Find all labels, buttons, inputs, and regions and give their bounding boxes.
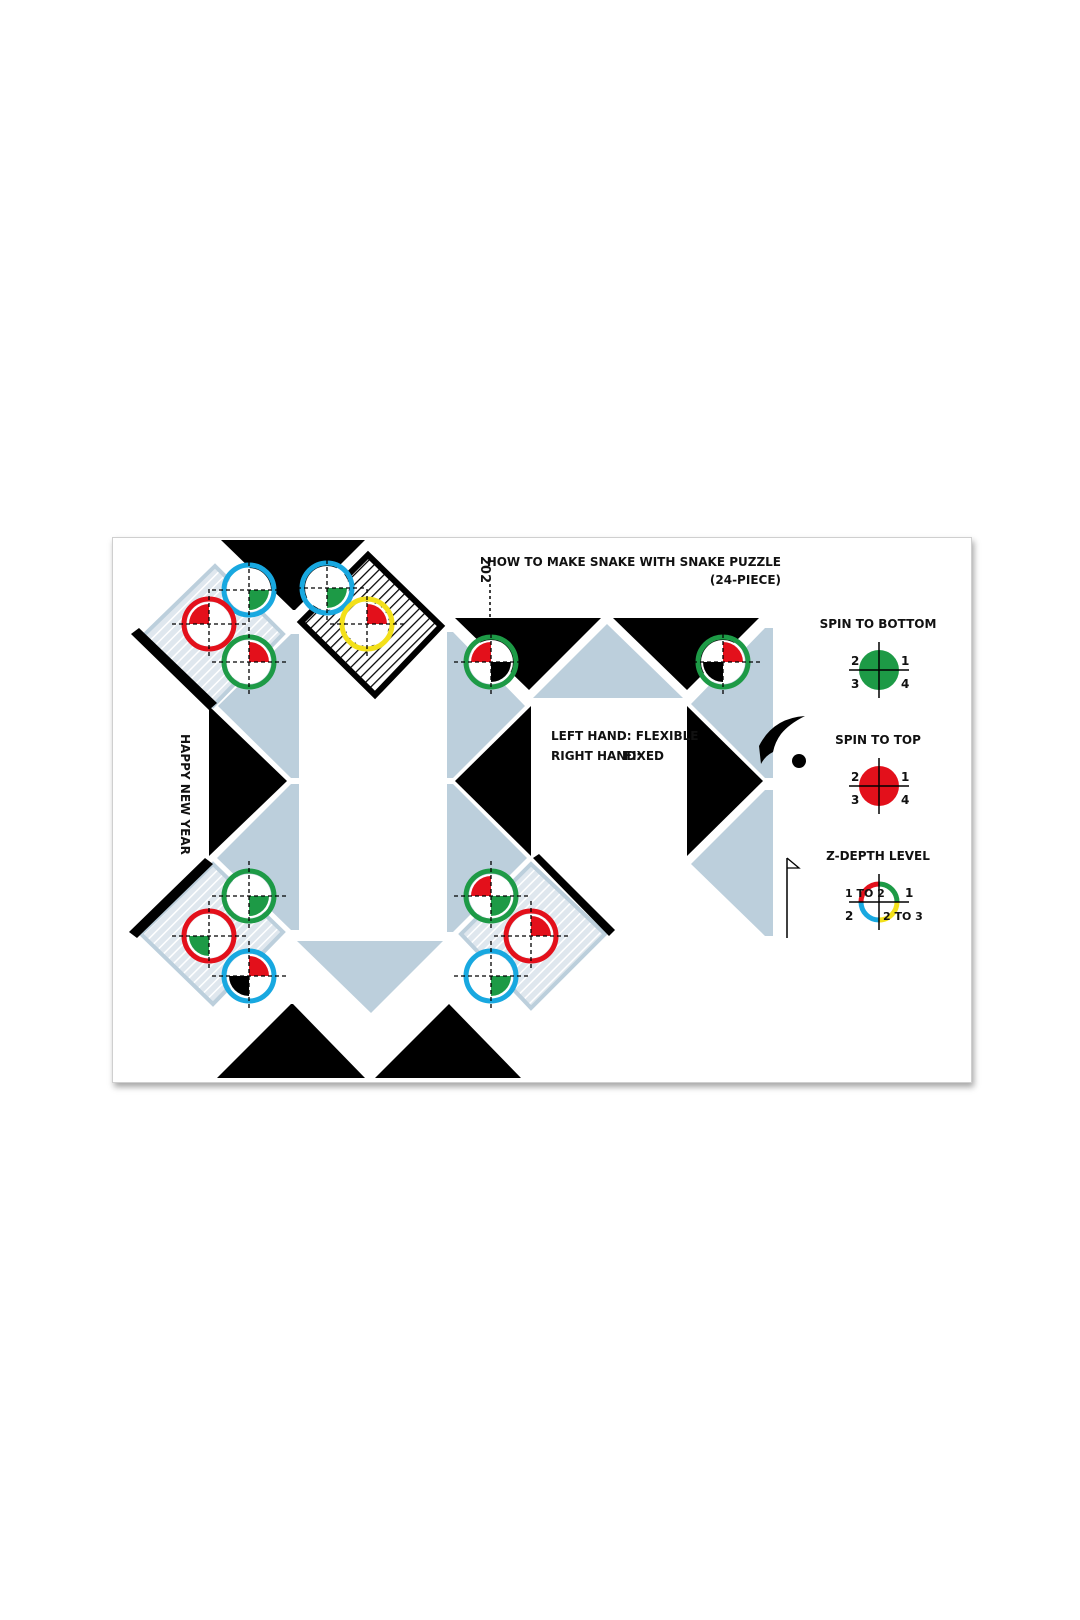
legend-num: 2 (845, 909, 853, 923)
legend-spin-top-title: SPIN TO TOP (835, 733, 921, 747)
legend-spin-bottom: SPIN TO BOTTOM 2 1 3 4 (820, 617, 937, 698)
marker-quadrant (491, 896, 511, 916)
marker-quadrant (531, 916, 551, 936)
marker-quadrant (471, 642, 491, 662)
marker-quadrant (491, 662, 511, 682)
marker-quadrant (723, 642, 743, 662)
target-marker-icon (330, 589, 404, 659)
black-piece (217, 1004, 365, 1078)
legend-num: 4 (901, 793, 909, 807)
black-edge-piece (129, 858, 213, 938)
target-marker-icon (454, 941, 528, 1011)
legend-z-depth: Z-DEPTH LEVEL 1 TO 2 1 2 2 TO 3 (826, 849, 930, 930)
blue-piece (691, 628, 773, 778)
black-piece (687, 706, 763, 856)
marker-quadrant (249, 642, 269, 662)
marker-group (172, 553, 760, 1011)
target-marker-icon (212, 941, 286, 1011)
marker-quadrant (327, 588, 347, 608)
target-marker-icon (172, 901, 246, 971)
legend-num: 1 (905, 886, 913, 900)
target-marker-icon (686, 627, 760, 697)
marker-quadrant (249, 590, 269, 610)
legend-num: 1 TO 2 (845, 887, 885, 900)
target-marker-icon (212, 627, 286, 697)
target-marker-icon (454, 861, 528, 931)
legend-num: 4 (901, 677, 909, 691)
target-marker-icon (290, 553, 364, 623)
right-hand-label: RIGHT HAND: (551, 749, 641, 763)
instruction-card: 202 HAPPY NEW YEAR HOW TO MAKE SNAKE WIT… (112, 537, 972, 1083)
right-hand-value: FIXED (624, 749, 664, 763)
blue-piece (218, 634, 299, 778)
legend-z-depth-title: Z-DEPTH LEVEL (826, 849, 930, 863)
marker-quadrant (703, 662, 723, 682)
snake-head-icon (759, 716, 806, 768)
blue-piece (297, 941, 443, 1013)
side-text: HAPPY NEW YEAR (178, 734, 192, 855)
marker-quadrant (367, 604, 387, 624)
blue-piece (691, 790, 773, 936)
marker-quadrant (471, 876, 491, 896)
legend-num: 3 (851, 677, 859, 691)
legend-spin-bottom-title: SPIN TO BOTTOM (820, 617, 937, 631)
marker-quadrant (189, 604, 209, 624)
title-line-1: HOW TO MAKE SNAKE WITH SNAKE PUZZLE (487, 555, 781, 569)
marker-quadrant (249, 956, 269, 976)
marker-quadrant (491, 976, 511, 996)
marker-number: 202 (477, 556, 492, 583)
puzzle-diagram: 202 HAPPY NEW YEAR HOW TO MAKE SNAKE WIT… (129, 540, 937, 1078)
target-marker-icon (212, 555, 286, 625)
legend-spin-top: SPIN TO TOP 2 1 3 4 (835, 733, 921, 814)
marker-quadrant (189, 936, 209, 956)
title-line-2: (24-PIECE) (710, 573, 781, 587)
black-piece (455, 706, 531, 856)
legend-num: 2 TO 3 (883, 910, 923, 923)
marker-quadrant (229, 976, 249, 996)
blue-piece (217, 784, 299, 930)
target-marker-icon (494, 901, 568, 971)
target-marker-icon (212, 861, 286, 931)
target-marker-icon (172, 589, 246, 659)
legend-num: 3 (851, 793, 859, 807)
black-piece (221, 540, 365, 610)
left-hand-label: LEFT HAND: FLEXIBLE (551, 729, 698, 743)
marker-quadrant (249, 896, 269, 916)
legend-num: 2 (851, 654, 859, 668)
legend-num: 1 (901, 770, 909, 784)
black-piece (375, 1004, 521, 1078)
flag-icon (786, 857, 801, 938)
black-edge-piece (533, 854, 615, 936)
black-edge-piece (131, 628, 217, 710)
black-piece (209, 706, 287, 856)
legend-num: 1 (901, 654, 909, 668)
target-marker-icon (454, 627, 528, 697)
legend-num: 2 (851, 770, 859, 784)
blue-piece (533, 624, 683, 698)
